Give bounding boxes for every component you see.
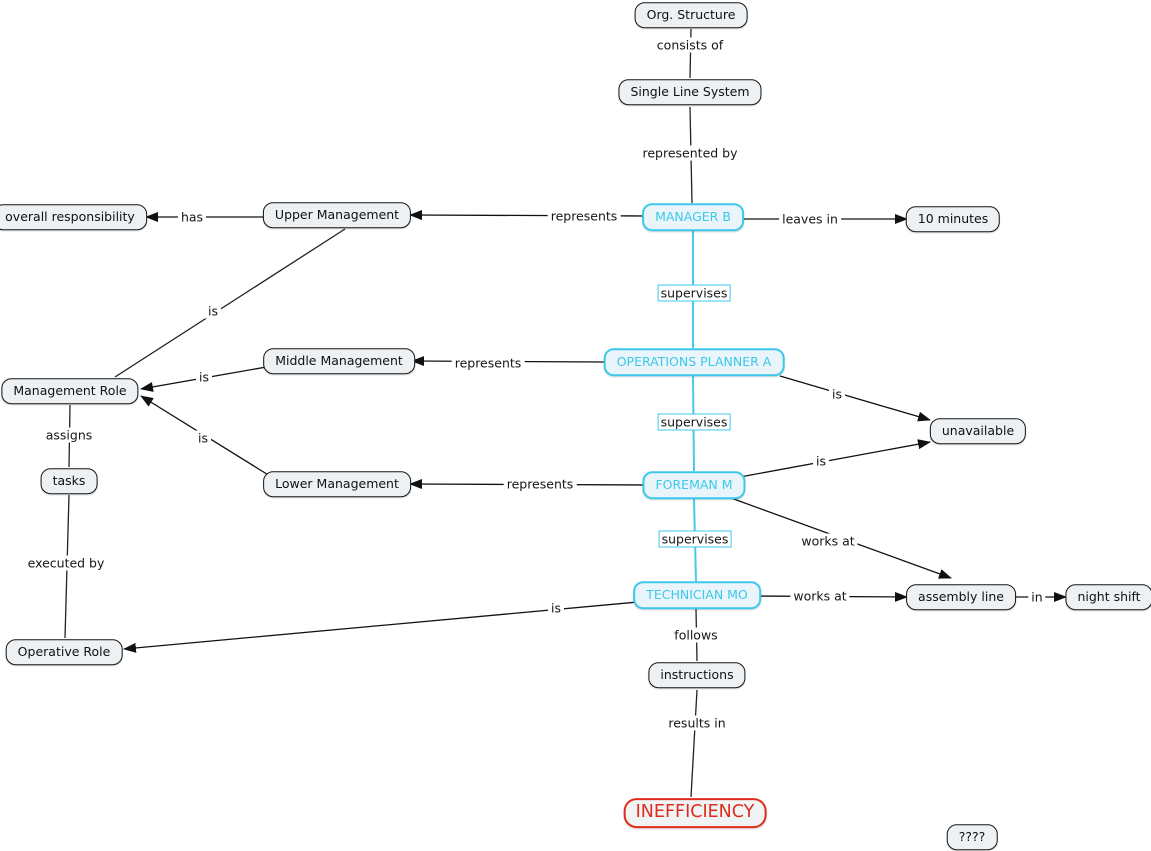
concept-manager-b[interactable]: MANAGER B (642, 203, 744, 231)
link-label-represents-lower[interactable]: represents (503, 476, 577, 492)
concept-org-structure[interactable]: Org. Structure (634, 2, 748, 28)
link-label-works-at-foreman[interactable]: works at (798, 533, 858, 549)
concept-lower-management[interactable]: Lower Management (263, 471, 411, 497)
concept-assembly-line[interactable]: assembly line (906, 584, 1016, 610)
link-label-supervises-2[interactable]: supervises (657, 413, 731, 431)
link-label-assigns[interactable]: assigns (42, 427, 96, 443)
concept-unavailable[interactable]: unavailable (929, 418, 1027, 444)
link-label-is-lower[interactable]: is (195, 430, 211, 446)
concept-single-line-system[interactable]: Single Line System (618, 79, 762, 105)
concept-tasks[interactable]: tasks (40, 468, 98, 494)
edge-upper-management-management-role (114, 228, 346, 378)
link-label-follows[interactable]: follows (671, 627, 721, 643)
link-label-works-at-technician[interactable]: works at (790, 588, 850, 604)
concept-night-shift[interactable]: night shift (1065, 584, 1151, 610)
concept-operations-planner-a[interactable]: OPERATIONS PLANNER A (603, 348, 785, 376)
edge-org-structure-single-line-system (689, 28, 692, 79)
concept-middle-management[interactable]: Middle Management (263, 348, 415, 374)
link-label-represents-middle[interactable]: represents (451, 355, 525, 371)
link-label-is-middle[interactable]: is (196, 369, 212, 385)
link-label-supervises-3[interactable]: supervises (658, 530, 732, 548)
concept-instructions[interactable]: instructions (648, 662, 746, 688)
link-label-represents-upper[interactable]: represents (547, 208, 621, 224)
edge-operations-planner-a-unavailable (779, 375, 931, 422)
link-label-consists-of[interactable]: consists of (653, 37, 727, 53)
concept-technician-mo[interactable]: TECHNICIAN MO (633, 581, 761, 609)
link-label-is-upper[interactable]: is (205, 303, 221, 319)
concept-management-role[interactable]: Management Role (1, 378, 139, 404)
link-label-has[interactable]: has (177, 209, 207, 225)
concept-ten-minutes[interactable]: 10 minutes (905, 206, 1001, 232)
link-label-is-foreman[interactable]: is (813, 453, 829, 469)
concept-foreman-m[interactable]: FOREMAN M (642, 471, 746, 499)
edge-foreman-m-unavailable (739, 439, 931, 478)
concept-upper-management[interactable]: Upper Management (262, 202, 412, 228)
link-label-is-planner[interactable]: is (829, 386, 845, 402)
link-label-results-in[interactable]: results in (665, 715, 729, 731)
edge-instructions-inefficiency (690, 689, 698, 798)
link-label-represented-by[interactable]: represented by (639, 145, 741, 161)
concept-unknown[interactable]: ???? (946, 824, 998, 850)
link-label-supervises-1[interactable]: supervises (657, 284, 731, 302)
link-label-leaves-in[interactable]: leaves in (779, 211, 841, 227)
concept-overall-responsibility[interactable]: overall responsibility (0, 204, 147, 230)
concept-operative-role[interactable]: Operative Role (5, 639, 123, 665)
link-label-in[interactable]: in (1028, 589, 1046, 605)
concept-inefficiency[interactable]: INEFFICIENCY (623, 798, 767, 828)
link-label-is-technician[interactable]: is (548, 600, 564, 616)
link-label-executed-by[interactable]: executed by (24, 555, 108, 571)
